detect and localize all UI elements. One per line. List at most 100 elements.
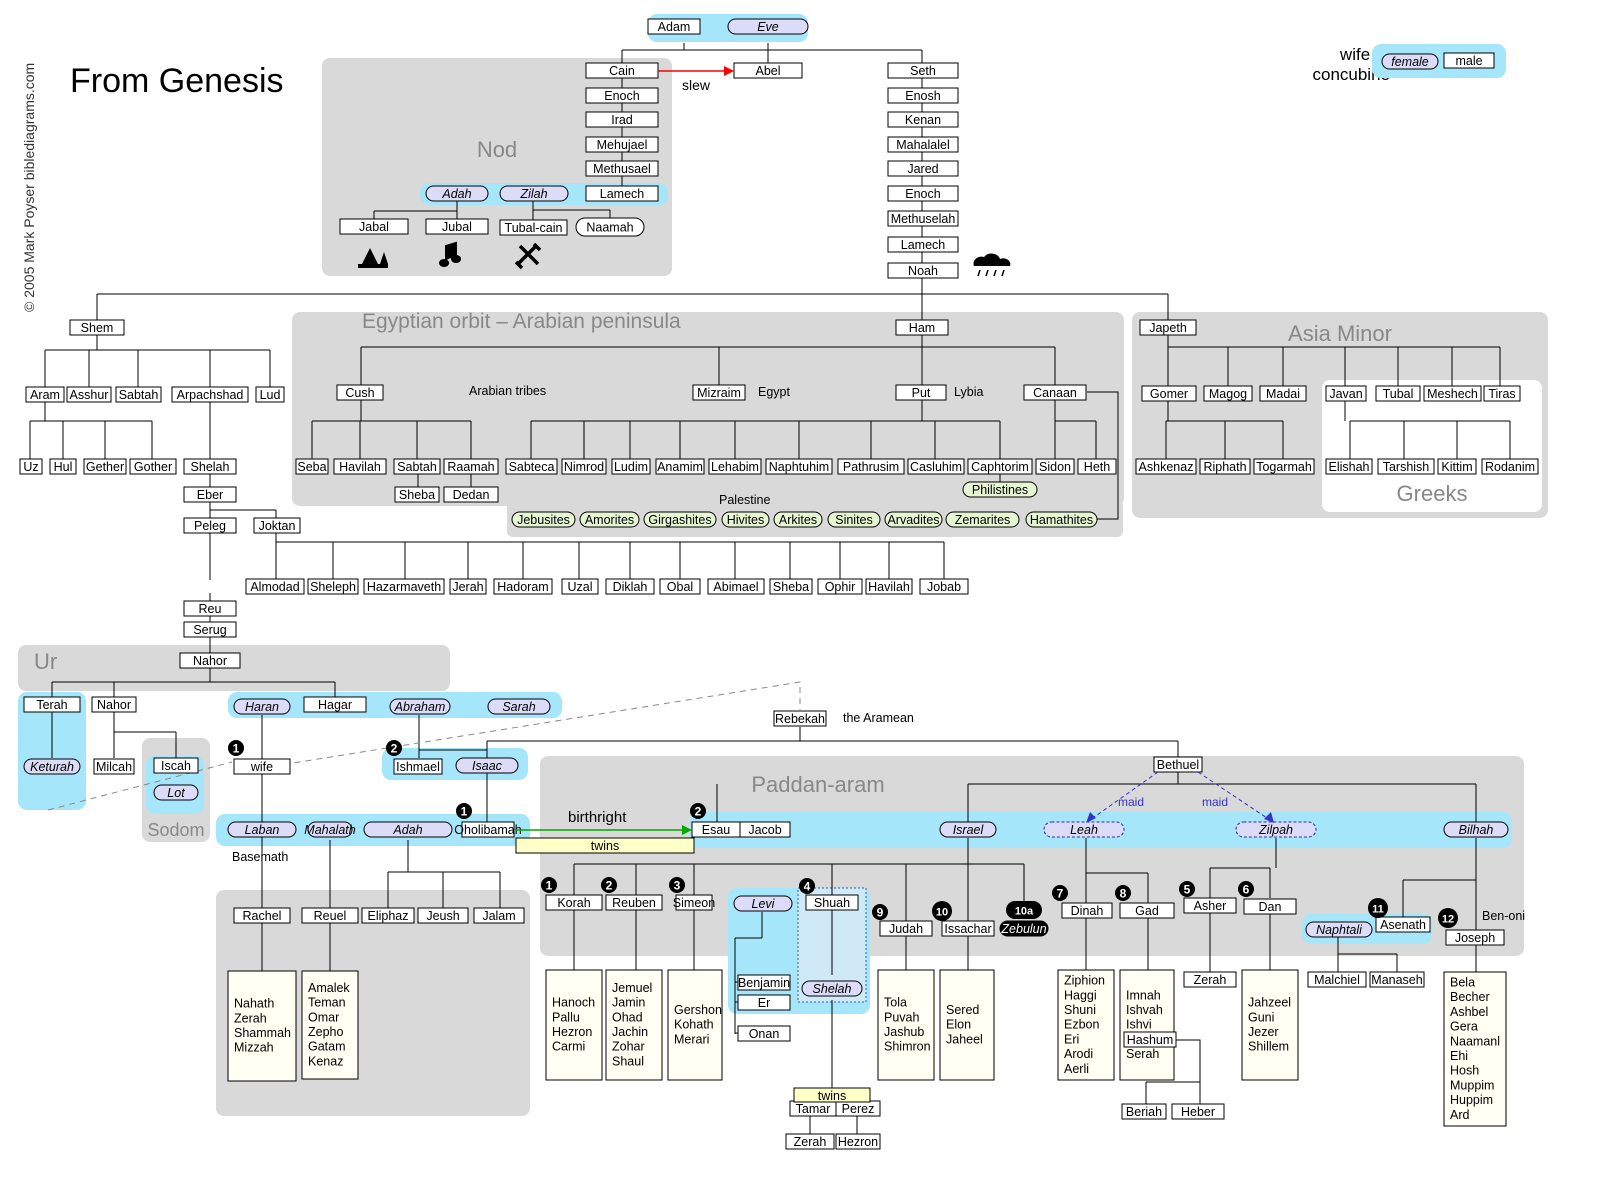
person-name: Onan bbox=[749, 1027, 780, 1041]
person-node: Put bbox=[895, 384, 947, 401]
person-name: Ham bbox=[909, 321, 935, 335]
person-name: Enoch bbox=[604, 89, 639, 103]
person-node: Simeon bbox=[673, 894, 715, 911]
person-node: Perez bbox=[835, 1100, 881, 1117]
region-label: Greeks bbox=[1397, 481, 1468, 506]
person-node: Dan bbox=[1243, 898, 1297, 915]
person-node: Malchiel bbox=[1307, 971, 1367, 988]
person-name: Rodanim bbox=[1485, 460, 1535, 474]
descendant-name: Pallu bbox=[552, 1010, 580, 1024]
person-name: Raamah bbox=[447, 460, 494, 474]
annotation-label: Basemath bbox=[232, 850, 288, 864]
person-name: Methusael bbox=[593, 162, 651, 176]
person-name: Tiras bbox=[1488, 387, 1515, 401]
person-node: Casluhim bbox=[907, 458, 965, 475]
person-name: Judah bbox=[889, 922, 923, 936]
order-marker: 1 bbox=[456, 803, 472, 819]
person-name: Naphtuhim bbox=[769, 460, 829, 474]
person-node: Reuel bbox=[301, 907, 359, 924]
person-name: Amorites bbox=[585, 513, 634, 527]
descendant-name: Serah bbox=[1126, 1047, 1159, 1061]
person-name: Eber bbox=[197, 488, 223, 502]
annotation-label: birthright bbox=[568, 809, 627, 826]
person-node: Canaan bbox=[1023, 384, 1087, 401]
person-node: Ludim bbox=[611, 458, 651, 475]
person-name: Casluhim bbox=[910, 460, 962, 474]
person-name: Meshech bbox=[1427, 387, 1478, 401]
person-name: Sabtah bbox=[397, 460, 437, 474]
person-name: Sarah bbox=[502, 700, 535, 714]
order-marker-label: 11 bbox=[1372, 904, 1384, 916]
person-node: Sidon bbox=[1035, 458, 1075, 475]
person-name: Abraham bbox=[394, 700, 446, 714]
person-node: Amorites bbox=[579, 511, 640, 528]
person-node: Arkites bbox=[773, 511, 823, 528]
person-node: Riphath bbox=[1199, 458, 1251, 475]
person-name: Sabtah bbox=[119, 388, 159, 402]
person-node: Japeth bbox=[1139, 319, 1197, 336]
legend-label-concubine: concubine bbox=[1312, 65, 1390, 84]
person-name: Zilpah bbox=[1258, 823, 1293, 837]
descendant-name: Ziphion bbox=[1064, 974, 1105, 988]
person-node: Nahor bbox=[91, 696, 137, 713]
order-marker-label: 2 bbox=[606, 879, 613, 893]
person-node: Meshech bbox=[1423, 385, 1482, 402]
person-name: Sheba bbox=[773, 580, 809, 594]
person-name: Simeon bbox=[673, 896, 715, 910]
person-node: Mehujael bbox=[585, 136, 659, 153]
person-name: Madai bbox=[1266, 387, 1300, 401]
person-node: Sinites bbox=[827, 511, 881, 528]
person-node: Hashum bbox=[1123, 1031, 1177, 1048]
person-node: Manaseh bbox=[1369, 971, 1425, 988]
descendant-name: Guni bbox=[1248, 1010, 1274, 1024]
order-marker-label: 10 bbox=[936, 907, 948, 919]
person-node: Zebulun bbox=[999, 920, 1049, 937]
person-name: Bethuel bbox=[1157, 758, 1199, 772]
person-name: Perez bbox=[842, 1102, 875, 1116]
person-name: Arpachshad bbox=[177, 388, 244, 402]
person-node: Havilah bbox=[865, 578, 913, 595]
person-node: Hazarmaveth bbox=[363, 578, 445, 595]
person-name: Naphtali bbox=[1316, 923, 1363, 937]
person-name: Aram bbox=[30, 388, 60, 402]
person-name: Abimael bbox=[713, 580, 758, 594]
order-marker: 5 bbox=[1179, 881, 1195, 897]
descendant-name: Puvah bbox=[884, 1010, 919, 1024]
person-name: Hul bbox=[54, 460, 73, 474]
person-name: Issachar bbox=[944, 922, 991, 936]
person-node: Kenan bbox=[887, 111, 959, 128]
person-node: Asher bbox=[1183, 897, 1237, 914]
person-node: Anamim bbox=[655, 458, 705, 475]
person-node: Girgashites bbox=[643, 511, 717, 528]
person-name: Asher bbox=[1194, 899, 1227, 913]
person-name: Malchiel bbox=[1314, 973, 1360, 987]
svg-text:female: female bbox=[1391, 55, 1429, 69]
person-name: Uz bbox=[23, 460, 38, 474]
person-node: Isaac bbox=[455, 757, 519, 774]
person-name: Adah bbox=[441, 187, 471, 201]
descendant-name: Amalek bbox=[308, 981, 350, 995]
person-node: Benjamin bbox=[737, 974, 791, 991]
person-name: Mehujael bbox=[597, 138, 648, 152]
person-name: Jobab bbox=[927, 580, 961, 594]
descendant-name: Ohad bbox=[612, 1010, 643, 1024]
descendant-name: Jashub bbox=[884, 1025, 924, 1039]
region-box bbox=[292, 312, 1124, 506]
person-name: wife bbox=[250, 760, 273, 774]
person-node: Tubal bbox=[1375, 385, 1421, 402]
person-node: Sarah bbox=[487, 698, 551, 715]
person-name: Seth bbox=[910, 64, 936, 78]
order-marker-label: 3 bbox=[674, 879, 681, 893]
person-node: Onan bbox=[737, 1025, 791, 1042]
region-label: Asia Minor bbox=[1288, 321, 1392, 346]
person-node: Heber bbox=[1171, 1103, 1225, 1120]
person-node: Zerah bbox=[785, 1133, 835, 1150]
person-name: Laban bbox=[245, 823, 280, 837]
order-marker: 8 bbox=[1115, 885, 1131, 901]
svg-text:male: male bbox=[1455, 54, 1482, 68]
descendant-name: Zohar bbox=[612, 1040, 645, 1054]
person-node: Arpachshad bbox=[171, 386, 249, 403]
